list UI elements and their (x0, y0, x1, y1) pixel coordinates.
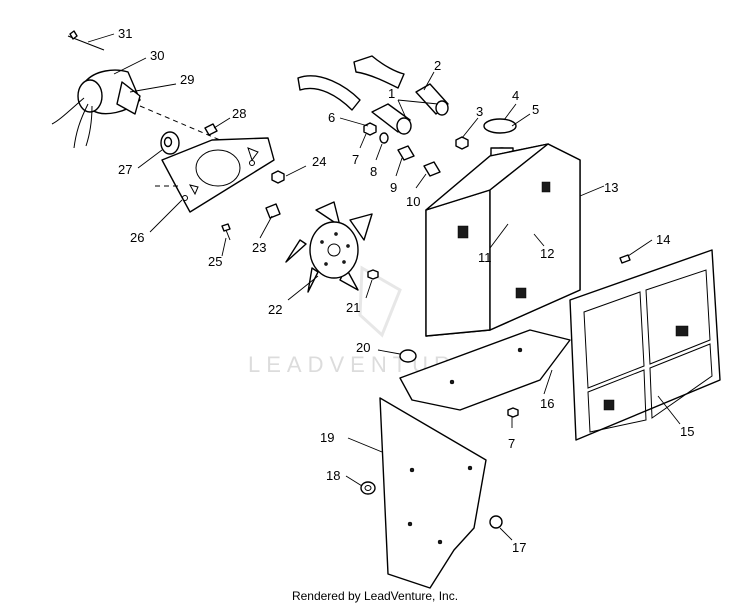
part-20-grommet (399, 349, 417, 363)
callout-3: 3 (476, 104, 483, 119)
part-16-bracket (399, 329, 571, 411)
callout-15: 15 (680, 424, 694, 439)
callout-11: 11 (478, 250, 492, 265)
callout-12: 12 (540, 246, 554, 261)
callout-20: 20 (356, 340, 370, 355)
callout-18: 18 (326, 468, 340, 483)
callout-27: 27 (118, 162, 132, 177)
part-22-fan-blade (285, 201, 373, 293)
fan-motor (51, 30, 221, 149)
callout-28: 28 (232, 106, 246, 121)
part-28-spacer (204, 123, 218, 136)
part-21-nut (367, 269, 379, 280)
callout-14: 14 (656, 232, 670, 247)
leader-lines (87, 33, 681, 541)
part-19-side-panel (379, 397, 487, 589)
callout-25: 25 (208, 254, 222, 269)
callout-22: 22 (268, 302, 282, 317)
part-17-bumper (489, 515, 503, 529)
watermark-logo (358, 265, 402, 338)
part-25-bolt (221, 223, 231, 241)
part-13-radiator (425, 143, 581, 337)
radiator-hoses (297, 55, 449, 135)
callout-7b: 7 (508, 436, 515, 451)
callout-9: 9 (390, 180, 397, 195)
callout-6: 6 (328, 110, 335, 125)
callout-19: 19 (320, 430, 334, 445)
callout-2: 2 (434, 58, 441, 73)
callout-29: 29 (180, 72, 194, 87)
callout-16: 16 (540, 396, 554, 411)
callout-8: 8 (370, 164, 377, 179)
callout-4: 4 (512, 88, 519, 103)
callout-30: 30 (150, 48, 164, 63)
part-18-grommet (360, 481, 376, 495)
callout-10: 10 (406, 194, 420, 209)
callout-23: 23 (252, 240, 266, 255)
part-24-nut (271, 170, 285, 184)
callout-7: 7 (352, 152, 359, 167)
part-7-lower-nut (507, 407, 519, 418)
callout-numbers: 1 2 3 4 5 6 7 8 9 10 11 12 13 14 15 16 1… (118, 26, 694, 555)
callout-5: 5 (532, 102, 539, 117)
footer-credit: Rendered by LeadVenture, Inc. (291, 589, 459, 603)
callout-31: 31 (118, 26, 132, 41)
part-14-screw (619, 254, 631, 264)
part-27-bushing (160, 131, 180, 155)
callout-13: 13 (604, 180, 618, 195)
callout-21: 21 (346, 300, 360, 315)
part-15-screen (569, 249, 721, 441)
callout-1: 1 (388, 86, 395, 101)
callout-17: 17 (512, 540, 526, 555)
callout-26: 26 (130, 230, 144, 245)
part-23-spacer (265, 203, 281, 219)
part-26-mount-plate (155, 137, 275, 213)
callout-24: 24 (312, 154, 326, 169)
